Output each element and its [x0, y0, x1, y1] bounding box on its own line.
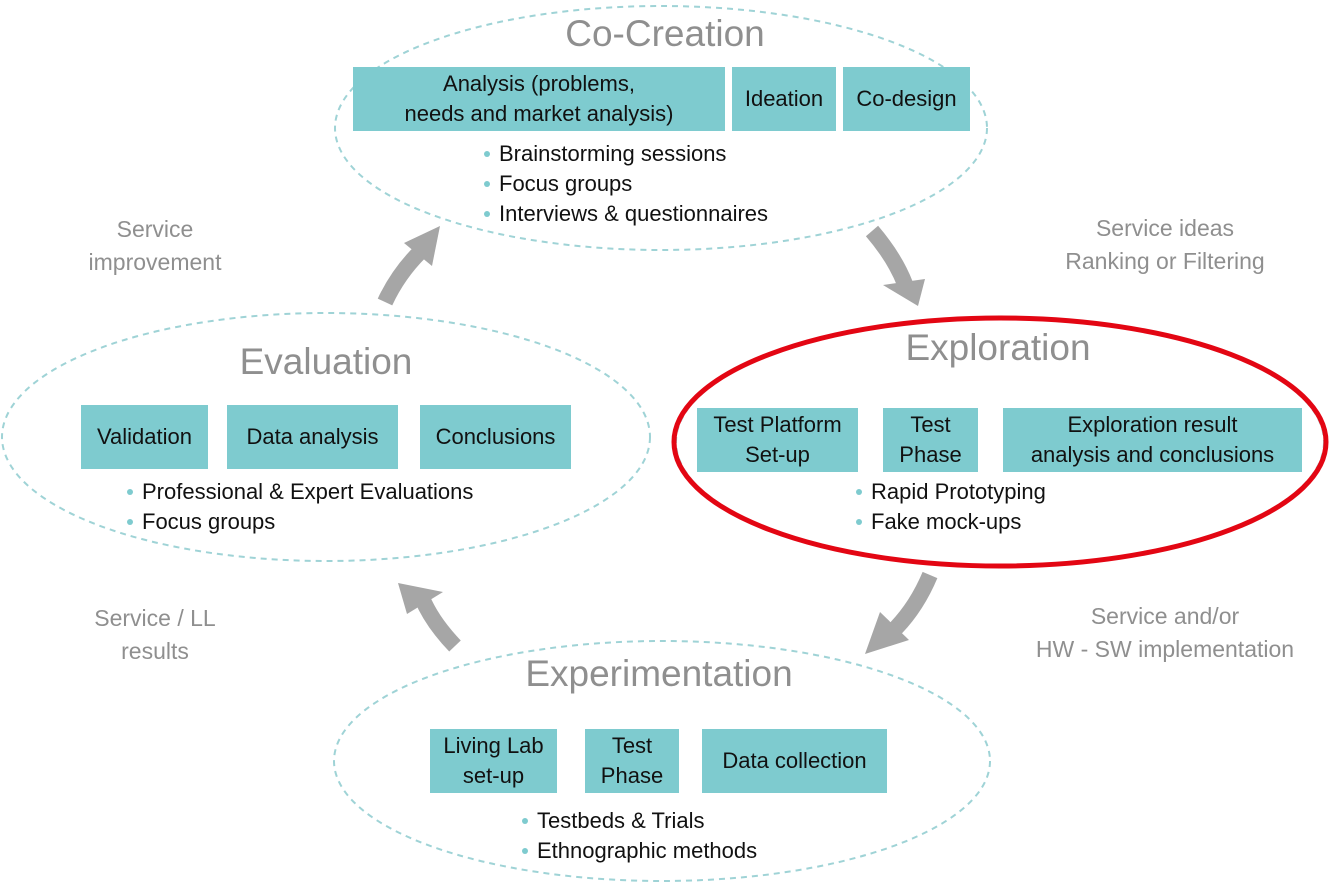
validation-box: Validation: [81, 405, 208, 469]
list-item: Brainstorming sessions: [484, 139, 768, 169]
arrow-exploration-to-experimentation: [865, 571, 938, 654]
bullet-text: Focus groups: [142, 509, 276, 534]
transition-label-service-improvement: Service improvement: [88, 216, 222, 275]
co-design-label: Co-design: [856, 86, 957, 111]
exploration-title: Exploration: [905, 327, 1091, 368]
test-platform-label: Test Platform Set-up: [713, 412, 842, 467]
evaluation-title: Evaluation: [239, 341, 413, 382]
conclusions-box: Conclusions: [420, 405, 571, 469]
bullet-dot: [856, 519, 862, 525]
data-collection-label: Data collection: [722, 748, 867, 773]
ideation-box: Ideation: [732, 67, 836, 131]
exploration-result-label: Exploration result analysis and conclusi…: [1030, 412, 1275, 467]
bullet-text: Ethnographic methods: [537, 838, 758, 863]
data-analysis-box: Data analysis: [227, 405, 398, 469]
co-creation-outline: [334, 5, 988, 251]
experimentation-outline: [333, 640, 991, 882]
bullet-text: Brainstorming sessions: [499, 141, 727, 166]
conclusions-label: Conclusions: [435, 424, 556, 449]
arrow-co-creation-to-exploration: [865, 225, 925, 306]
experimentation-methods-list: Testbeds & Trials Ethnographic methods: [522, 806, 757, 866]
list-item: Interviews & questionnaires: [484, 199, 768, 229]
arrow-evaluation-to-co-creation: [377, 226, 440, 306]
exploration-result-box: Exploration result analysis and conclusi…: [1003, 408, 1302, 472]
experimentation-test-phase-box: Test Phase: [585, 729, 679, 793]
bullet-dot: [484, 211, 490, 217]
transition-label-ll-results: Service / LL results: [94, 605, 216, 664]
exploration-highlight-ring: [671, 315, 1329, 569]
arrow-experimentation-to-evaluation: [398, 583, 461, 652]
experimentation-test-phase-label: Test Phase: [600, 733, 664, 788]
co-creation-title: Co-Creation: [565, 13, 765, 54]
bullet-dot: [484, 181, 490, 187]
bullet-text: Interviews & questionnaires: [499, 201, 769, 226]
list-item: Professional & Expert Evaluations: [127, 477, 473, 507]
bullet-text: Fake mock-ups: [871, 509, 1022, 534]
bullet-text: Rapid Prototyping: [871, 479, 1046, 504]
co-design-box: Co-design: [843, 67, 970, 131]
bullet-dot: [127, 519, 133, 525]
list-item: Focus groups: [127, 507, 473, 537]
list-item: Rapid Prototyping: [856, 477, 1046, 507]
exploration-test-phase-box: Test Phase: [883, 408, 978, 472]
bullet-dot: [522, 848, 528, 854]
bullet-dot: [856, 489, 862, 495]
evaluation-methods-list: Professional & Expert Evaluations Focus …: [127, 477, 473, 537]
analysis-label: Analysis (problems, needs and market ana…: [404, 71, 674, 126]
analysis-box: Analysis (problems, needs and market ana…: [353, 67, 725, 131]
exploration-test-phase-label: Test Phase: [899, 412, 962, 467]
validation-label: Validation: [97, 424, 192, 449]
list-item: Focus groups: [484, 169, 768, 199]
co-creation-methods-list: Brainstorming sessions Focus groups Inte…: [484, 139, 768, 229]
test-platform-box: Test Platform Set-up: [697, 408, 858, 472]
experimentation-title: Experimentation: [525, 653, 793, 694]
evaluation-outline: [1, 312, 651, 562]
data-analysis-label: Data analysis: [246, 424, 379, 449]
transition-label-implementation: Service and/or HW - SW implementation: [1035, 603, 1295, 662]
bullet-dot: [484, 151, 490, 157]
transition-label-service-ideas: Service ideas Ranking or Filtering: [1065, 215, 1265, 274]
bullet-dot: [522, 818, 528, 824]
living-lab-box: Living Lab set-up: [430, 729, 557, 793]
data-collection-box: Data collection: [702, 729, 887, 793]
living-lab-label: Living Lab set-up: [443, 733, 544, 788]
bullet-text: Professional & Expert Evaluations: [142, 479, 474, 504]
list-item: Ethnographic methods: [522, 836, 757, 866]
list-item: Fake mock-ups: [856, 507, 1046, 537]
bullet-text: Focus groups: [499, 171, 633, 196]
bullet-text: Testbeds & Trials: [537, 808, 705, 833]
ideation-label: Ideation: [744, 86, 824, 111]
bullet-dot: [127, 489, 133, 495]
list-item: Testbeds & Trials: [522, 806, 757, 836]
exploration-methods-list: Rapid Prototyping Fake mock-ups: [856, 477, 1046, 537]
